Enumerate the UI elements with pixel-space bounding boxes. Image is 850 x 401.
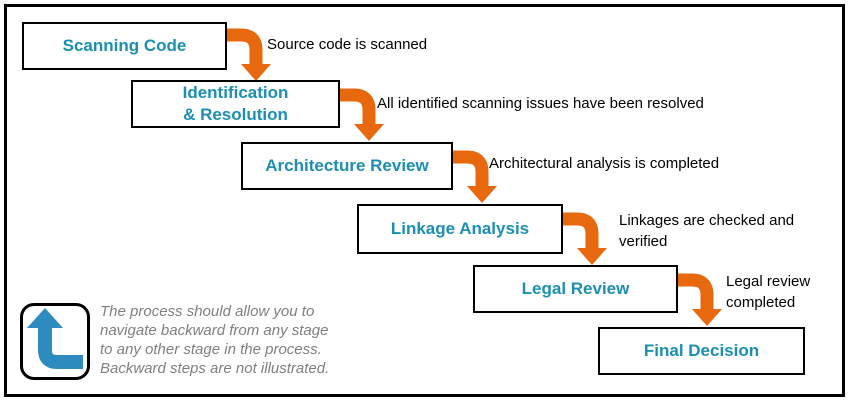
step-caption: Source code is scanned: [267, 36, 428, 53]
flow-arrow-down-icon: [561, 212, 607, 265]
step-label: Identification & Resolution: [182, 83, 289, 124]
flow-arrow-down-icon: [676, 273, 722, 326]
step-label: Final Decision: [643, 341, 760, 360]
step-box-linkage-analysis: Linkage Analysis: [357, 204, 563, 254]
diagram-border: [4, 4, 845, 397]
step-box-final-decision: Final Decision: [598, 327, 805, 375]
flow-arrow-down-icon: [451, 150, 497, 203]
flow-arrow-down-icon: [338, 88, 384, 141]
step-box-identification-resolution: Identification & Resolution: [131, 80, 340, 128]
step-caption: Linkages are checked and verified: [619, 212, 795, 250]
step-box-scanning-code: Scanning Code: [22, 22, 227, 70]
step-label: Scanning Code: [62, 36, 187, 55]
step-caption: Architectural analysis is completed: [489, 155, 720, 172]
flow-arrow-down-icon: [225, 28, 271, 81]
step-box-legal-review: Legal Review: [473, 265, 678, 313]
step-box-architecture-review: Architecture Review: [241, 142, 453, 190]
step-caption: All identified scanning issues have been…: [377, 95, 704, 112]
step-caption: Legal review completed: [726, 273, 811, 311]
backward-note-text: The process should allow you to navigate…: [100, 303, 330, 377]
step-label: Legal Review: [521, 279, 630, 298]
backward-arrow-icon: [20, 303, 90, 380]
step-label: Linkage Analysis: [390, 219, 530, 238]
step-label: Architecture Review: [265, 156, 429, 175]
